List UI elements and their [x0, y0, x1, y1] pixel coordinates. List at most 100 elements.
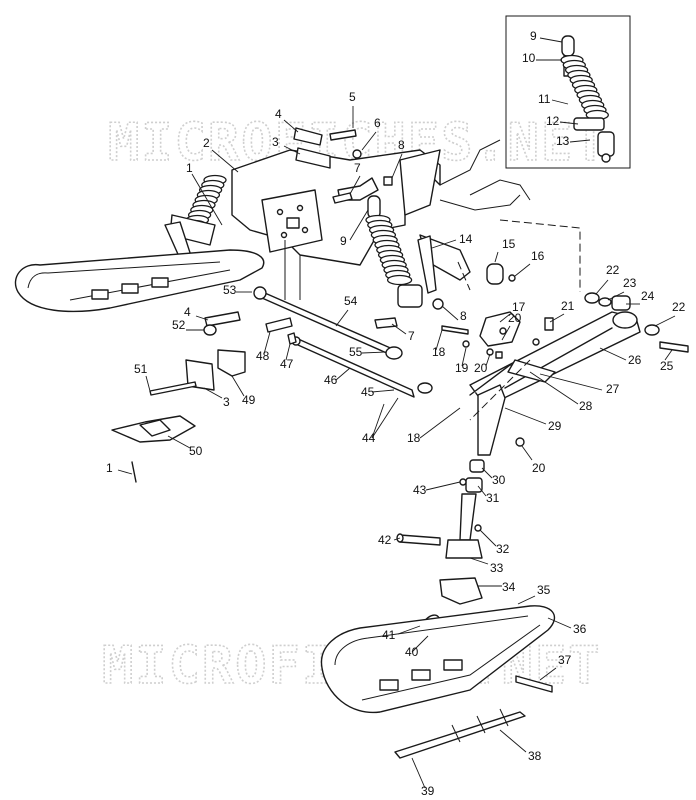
- callout-c35: 35: [537, 583, 551, 597]
- callout-c45: 45: [361, 385, 375, 399]
- callout-c38: 38: [528, 749, 542, 763]
- tie-rod-54: [253, 286, 403, 360]
- callout-c8a: 8: [398, 138, 405, 152]
- callout-c22b: 22: [672, 300, 686, 314]
- leader-line: [335, 309, 349, 327]
- callout-c36: 36: [573, 622, 587, 636]
- callout-c19: 19: [455, 361, 469, 375]
- leader-line: [435, 329, 443, 351]
- leader-line: [595, 279, 609, 295]
- leader-line: [547, 617, 572, 629]
- shock-mount-bracket-14: [417, 234, 471, 294]
- callout-c42: 42: [378, 533, 392, 547]
- leader-line: [559, 121, 579, 125]
- callout-c5: 5: [349, 90, 356, 104]
- leader-line: [539, 373, 603, 391]
- callout-c11: 11: [538, 92, 551, 106]
- leader-line: [371, 403, 385, 439]
- callout-c48: 48: [256, 349, 270, 363]
- callout-c55: 55: [349, 345, 363, 359]
- callout-c1b: 1: [106, 461, 113, 475]
- callout-c10: 10: [522, 51, 536, 65]
- wear-bar-skag: [394, 708, 526, 759]
- callout-c54: 54: [344, 294, 358, 308]
- leader-line: [485, 353, 491, 367]
- callout-c26: 26: [628, 353, 642, 367]
- skid-plate-50: [111, 415, 196, 483]
- tie-rod-46: [291, 336, 433, 398]
- coil-spring-turn: [386, 274, 413, 286]
- right-shock-absorber: [365, 195, 423, 308]
- callout-c47: 47: [280, 357, 294, 371]
- callout-c39: 39: [421, 784, 435, 798]
- leader-line: [549, 313, 565, 323]
- leader-line: [529, 371, 579, 405]
- callout-c13: 13: [556, 134, 570, 148]
- callout-c29: 29: [548, 419, 562, 433]
- callout-c34: 34: [502, 580, 516, 594]
- callout-c25: 25: [660, 359, 674, 373]
- callout-c50: 50: [189, 444, 203, 458]
- ski-saddle-34: [439, 577, 483, 605]
- leader-line: [481, 467, 493, 479]
- leader-line: [514, 263, 531, 277]
- callout-c31: 31: [486, 491, 500, 505]
- callout-c40: 40: [405, 645, 419, 659]
- leader-line: [393, 537, 401, 541]
- leader-line: [167, 435, 191, 449]
- callout-c18a: 18: [432, 345, 446, 359]
- callout-c30: 30: [492, 473, 506, 487]
- leader-line: [349, 209, 369, 241]
- leader-line: [203, 387, 223, 399]
- callout-c9a: 9: [530, 29, 537, 43]
- callout-c41: 41: [382, 628, 396, 642]
- callout-c20b: 20: [474, 361, 488, 375]
- leader-line: [231, 375, 245, 397]
- callout-c9b: 9: [340, 234, 347, 248]
- spindle: [396, 384, 525, 559]
- callout-c43: 43: [413, 483, 427, 497]
- callout-c16: 16: [531, 249, 545, 263]
- callout-c7b: 7: [408, 329, 415, 343]
- routing-lines: [457, 219, 581, 421]
- steering-bracket-left: [149, 311, 297, 396]
- callout-c3a: 3: [272, 135, 279, 149]
- leader-line: [391, 153, 403, 179]
- callout-c23: 23: [623, 276, 637, 290]
- callout-c37: 37: [558, 653, 572, 667]
- leader-line: [477, 485, 487, 497]
- shock-inset-box: [505, 15, 631, 169]
- leader-line: [461, 347, 467, 367]
- leader-line: [117, 469, 133, 475]
- leader-line: [441, 305, 459, 321]
- leader-line: [191, 173, 223, 226]
- callout-c6: 6: [374, 116, 381, 130]
- callout-c22a: 22: [606, 263, 620, 277]
- leader-line: [419, 407, 461, 439]
- callout-c7a: 7: [354, 161, 361, 175]
- callout-c49: 49: [242, 393, 256, 407]
- upper-bracket-hardware: [293, 127, 393, 204]
- callout-c33: 33: [490, 561, 504, 575]
- leader-line: [397, 625, 421, 635]
- callout-c4b: 4: [184, 305, 191, 319]
- leader-line: [283, 145, 301, 155]
- right-ski: [320, 605, 555, 714]
- left-shock-absorber: [164, 174, 227, 271]
- callout-c17: 17: [512, 300, 526, 314]
- leader-line: [361, 131, 377, 151]
- callout-c27: 27: [606, 382, 620, 396]
- callout-c18b: 18: [407, 431, 421, 445]
- callout-c52: 52: [172, 318, 186, 332]
- callout-c21: 21: [561, 299, 575, 313]
- ski-bolt-37: [515, 675, 553, 693]
- callout-c24: 24: [641, 289, 655, 303]
- leader-line: [371, 397, 399, 439]
- part-17-bracket: [479, 311, 521, 347]
- leader-line: [501, 325, 511, 341]
- callout-c28: 28: [579, 399, 593, 413]
- leader-line: [411, 635, 429, 653]
- callout-c53: 53: [223, 283, 237, 297]
